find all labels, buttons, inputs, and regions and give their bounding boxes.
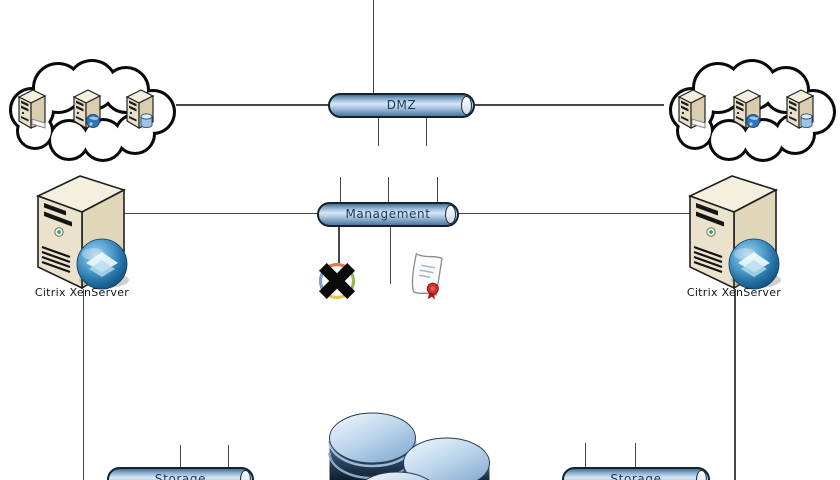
connector-server-left-down: [82, 289, 84, 480]
storage-left-label: Storage: [154, 471, 207, 480]
pipe-end-cap: [696, 470, 707, 480]
connector-dmz-to-cloud-right: [474, 104, 664, 106]
mini-server-card-icon: [677, 89, 707, 130]
mini-server-database-icon: [125, 89, 155, 130]
dmz-label: DMZ: [386, 97, 417, 112]
mini-server-database-icon: [785, 89, 815, 130]
mini-server-globe-icon: [72, 89, 102, 130]
network-segment-management: Management: [317, 202, 459, 227]
connector-dmz-stub-1: [377, 116, 379, 146]
network-segment-dmz: DMZ: [328, 93, 475, 118]
mini-server-globe-icon: [732, 89, 762, 130]
xenserver-sphere-icon: [728, 238, 780, 290]
connector-dmz-stub-2: [425, 116, 427, 146]
server-caption-right: Citrix XenServer: [686, 286, 782, 299]
disk-cylinder-back-right: [403, 437, 490, 480]
xenserver-host-left: [35, 175, 129, 290]
connector-mgmt-to-xencenter: [338, 226, 340, 263]
connector-mgmt-stub-1: [339, 177, 341, 204]
disk-cylinder-front: [364, 471, 430, 480]
connector-top-to-dmz: [372, 0, 374, 93]
mini-server-card-icon: [17, 89, 47, 130]
connector-storage-right-stub-1: [584, 443, 586, 468]
connector-mgmt-stub-3: [436, 177, 438, 204]
xenserver-host-right: [687, 175, 781, 290]
pipe-end-cap: [240, 470, 251, 480]
internet-cloud-right: [669, 59, 836, 162]
connector-mgmt-to-server-right: [458, 212, 691, 214]
management-label: Management: [345, 206, 431, 221]
connector-cloud-left-to-dmz: [176, 104, 329, 106]
xenserver-sphere-icon: [76, 238, 128, 290]
certificate-icon: [411, 252, 443, 300]
internet-cloud-left: [9, 59, 176, 162]
network-segment-storage-left: Storage: [107, 467, 254, 480]
disk-cylinder-back-left: [328, 412, 417, 480]
pipe-end-cap: [445, 205, 456, 224]
connector-storage-left-stub-2: [227, 445, 229, 468]
connector-mgmt-stub-2: [387, 177, 389, 204]
server-caption-left: Citrix XenServer: [34, 286, 130, 299]
connector-server-left-to-mgmt: [124, 212, 319, 214]
network-segment-storage-right: Storage: [562, 467, 710, 480]
connector-mgmt-to-certificate: [389, 226, 391, 284]
connector-server-right-down: [734, 289, 736, 480]
storage-right-label: Storage: [610, 471, 662, 480]
pipe-end-cap: [461, 96, 472, 115]
storage-disk-stack-icon: [328, 412, 490, 480]
xencenter-x-icon: [318, 262, 356, 300]
connector-storage-left-stub-1: [179, 445, 181, 468]
connector-storage-right-stub-2: [634, 443, 636, 468]
